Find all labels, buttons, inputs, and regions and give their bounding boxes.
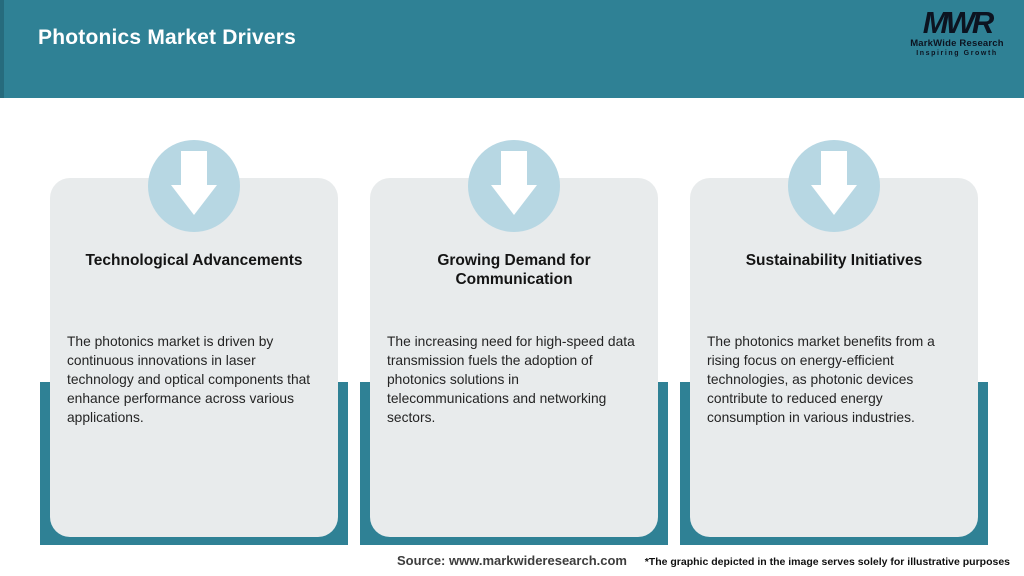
down-arrow-icon bbox=[148, 140, 240, 232]
markwide-research-logo: MWR MarkWide Research Inspiring Growth bbox=[902, 5, 1012, 57]
logo-monogram: MWR bbox=[922, 5, 994, 40]
card-title: Growing Demand for Communication bbox=[437, 252, 591, 288]
driver-card-technological-advancements: Technological Advancements The photonics… bbox=[40, 0, 348, 576]
logo-name: MarkWide Research bbox=[910, 38, 1004, 49]
card-panel bbox=[690, 178, 978, 537]
card-body: The photonics market is driven by contin… bbox=[67, 334, 311, 425]
logo-tagline: Inspiring Growth bbox=[916, 50, 998, 57]
driver-card-growing-demand: Growing Demand for Communication The inc… bbox=[360, 0, 668, 576]
card-panel bbox=[370, 178, 658, 537]
card-title: Sustainability Initiatives bbox=[745, 252, 923, 269]
source-text: Source: www.markwideresearch.com bbox=[396, 553, 627, 568]
card-body: The photonics market benefits from a ris… bbox=[707, 334, 935, 425]
page-title: Photonics Market Drivers bbox=[38, 26, 297, 49]
driver-card-sustainability: Sustainability Initiatives The photonics… bbox=[680, 0, 988, 576]
card-title: Technological Advancements bbox=[85, 252, 303, 269]
header-bar: Photonics Market Drivers MWR MarkWide Re… bbox=[0, 0, 1024, 98]
down-arrow-icon bbox=[468, 140, 560, 232]
card-body: The increasing need for high-speed data … bbox=[387, 334, 635, 425]
disclaimer-text: *The graphic depicted in the image serve… bbox=[644, 556, 1010, 568]
down-arrow-icon bbox=[788, 140, 880, 232]
card-panel bbox=[50, 178, 338, 537]
